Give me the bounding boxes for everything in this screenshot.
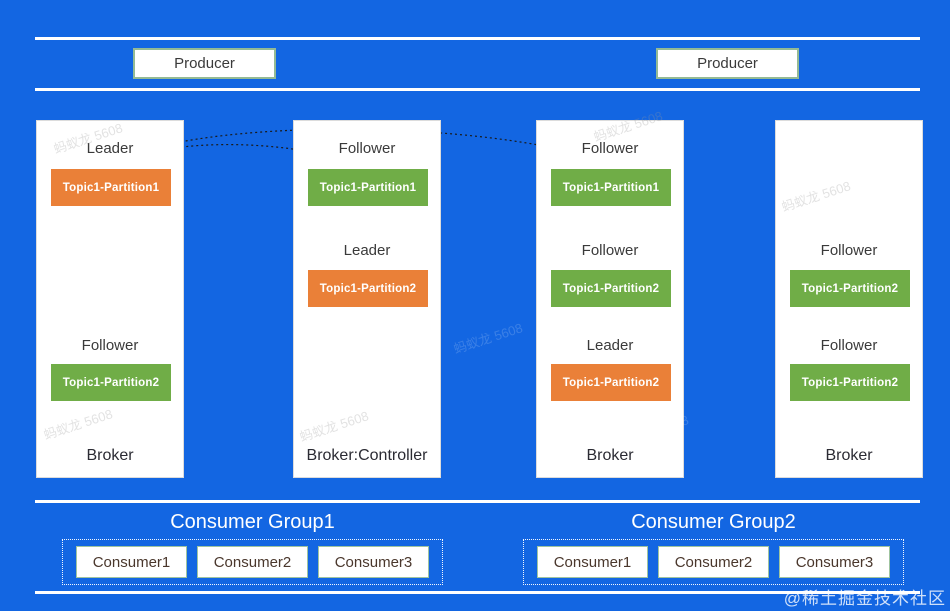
partition-leader-box: Topic1-Partition2 bbox=[551, 364, 671, 401]
partition-role-label: Leader bbox=[586, 337, 634, 354]
producer-box-2: Producer bbox=[656, 48, 799, 79]
broker-name-label: Broker:Controller bbox=[306, 447, 428, 464]
consumer-group-title-1: Consumer Group1 bbox=[170, 511, 335, 533]
partition-follower-box: Topic1-Partition2 bbox=[790, 270, 910, 307]
divider-line-bottom-2 bbox=[35, 591, 920, 594]
partition-role-label: Follower bbox=[820, 337, 878, 354]
producer-box-1: Producer bbox=[133, 48, 276, 79]
consumer-box: Consumer2 bbox=[658, 546, 769, 578]
consumer-group-frame-1: Consumer1 Consumer2 Consumer3 bbox=[62, 539, 443, 585]
broker-name-label: Broker bbox=[586, 447, 634, 464]
partition-follower-box: Topic1-Partition2 bbox=[551, 270, 671, 307]
partition-leader-box: Topic1-Partition2 bbox=[308, 270, 428, 307]
divider-line-top-1 bbox=[35, 37, 920, 40]
broker-name-label: Broker bbox=[825, 447, 873, 464]
site-watermark: @稀土掘金技术社区 bbox=[783, 589, 946, 608]
partition-follower-box: Topic1-Partition1 bbox=[308, 169, 428, 206]
consumer-box: Consumer1 bbox=[537, 546, 648, 578]
divider-line-bottom-1 bbox=[35, 500, 920, 503]
partition-leader-box: Topic1-Partition1 bbox=[51, 169, 171, 206]
broker-name-label: Broker bbox=[86, 447, 134, 464]
consumer-group-title-2: Consumer Group2 bbox=[631, 511, 796, 533]
partition-role-label: Leader bbox=[86, 140, 134, 157]
partition-role-label: Follower bbox=[81, 337, 139, 354]
partition-role-label: Follower bbox=[338, 140, 396, 157]
consumer-box: Consumer3 bbox=[318, 546, 429, 578]
partition-role-label: Leader bbox=[343, 242, 391, 259]
producer-label: Producer bbox=[697, 55, 758, 72]
consumer-group-frame-2: Consumer1 Consumer2 Consumer3 bbox=[523, 539, 904, 585]
producer-label: Producer bbox=[174, 55, 235, 72]
faint-watermark: 蚂蚁龙 5608 bbox=[451, 320, 525, 357]
partition-follower-box: Topic1-Partition1 bbox=[551, 169, 671, 206]
consumer-box: Consumer2 bbox=[197, 546, 308, 578]
divider-line-top-2 bbox=[35, 88, 920, 91]
partition-role-label: Follower bbox=[581, 242, 639, 259]
partition-role-label: Follower bbox=[581, 140, 639, 157]
partition-role-label: Follower bbox=[820, 242, 878, 259]
consumer-box: Consumer3 bbox=[779, 546, 890, 578]
consumer-box: Consumer1 bbox=[76, 546, 187, 578]
partition-follower-box: Topic1-Partition2 bbox=[790, 364, 910, 401]
partition-follower-box: Topic1-Partition2 bbox=[51, 364, 171, 401]
